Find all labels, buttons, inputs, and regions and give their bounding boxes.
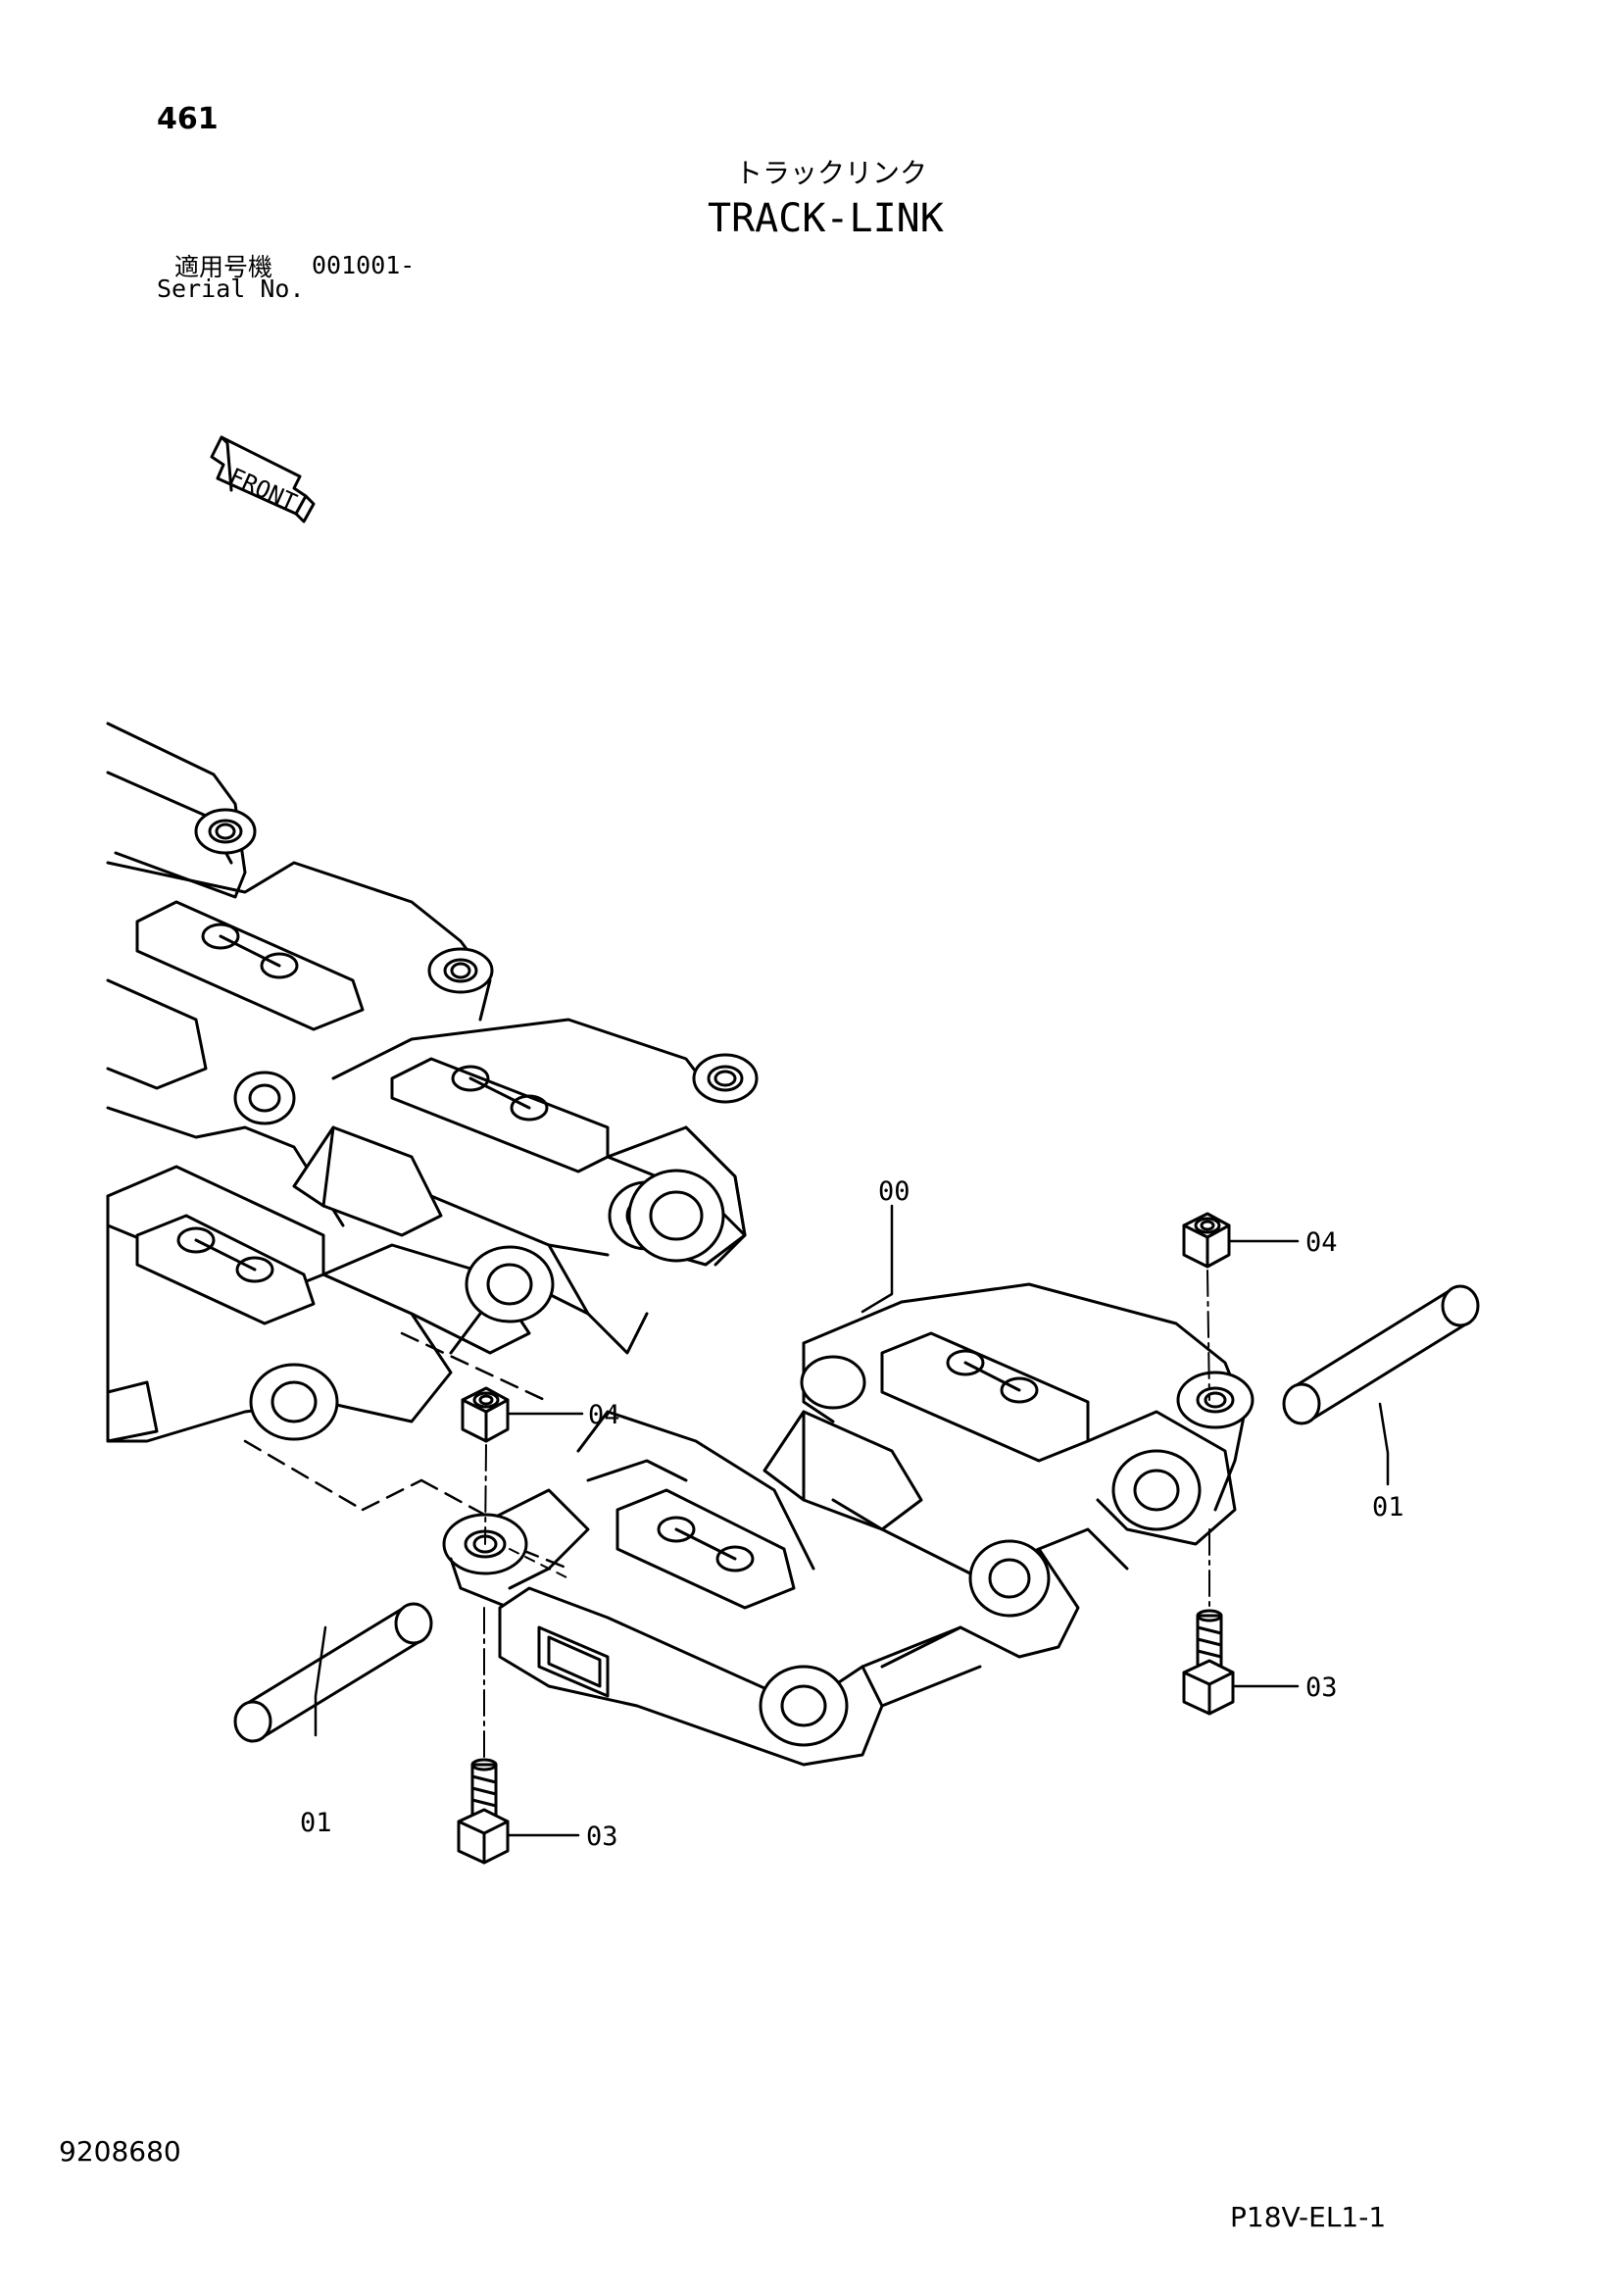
front-arrow-icon xyxy=(210,435,316,524)
serial-label-japanese: 適用号機 xyxy=(174,253,273,281)
callout-pin-right: 01 xyxy=(1372,1492,1404,1522)
axis-lines xyxy=(483,1270,1210,1762)
bolt-right-icon xyxy=(1182,1609,1235,1716)
callout-nut-right: 04 xyxy=(1305,1227,1338,1258)
track-pin-left xyxy=(233,1602,433,1743)
nut-right-icon xyxy=(1182,1212,1231,1269)
leader-lines xyxy=(314,1204,1390,1837)
page-number: 461 xyxy=(157,102,219,136)
nut-left-icon xyxy=(461,1386,510,1443)
serial-value: 001001- xyxy=(312,251,416,279)
track-link-assembly xyxy=(442,1282,1254,1767)
page-title: TRACK-LINK xyxy=(708,196,944,241)
bolt-left-icon xyxy=(457,1758,510,1865)
callout-nut-left: 04 xyxy=(588,1400,620,1430)
track-pin-right xyxy=(1282,1284,1480,1425)
callout-assembly: 00 xyxy=(878,1176,910,1207)
callout-bolt-right: 03 xyxy=(1305,1672,1338,1703)
track-chain-background xyxy=(106,722,759,1443)
document-number: 9208680 xyxy=(59,2135,181,2168)
serial-label: Serial No. xyxy=(157,275,305,303)
callout-pin-left: 01 xyxy=(300,1808,332,1838)
callout-bolt-left: 03 xyxy=(586,1822,618,1852)
sheet-code: P18V-EL1-1 xyxy=(1230,2201,1387,2233)
title-japanese: トラックリンク xyxy=(735,157,928,189)
